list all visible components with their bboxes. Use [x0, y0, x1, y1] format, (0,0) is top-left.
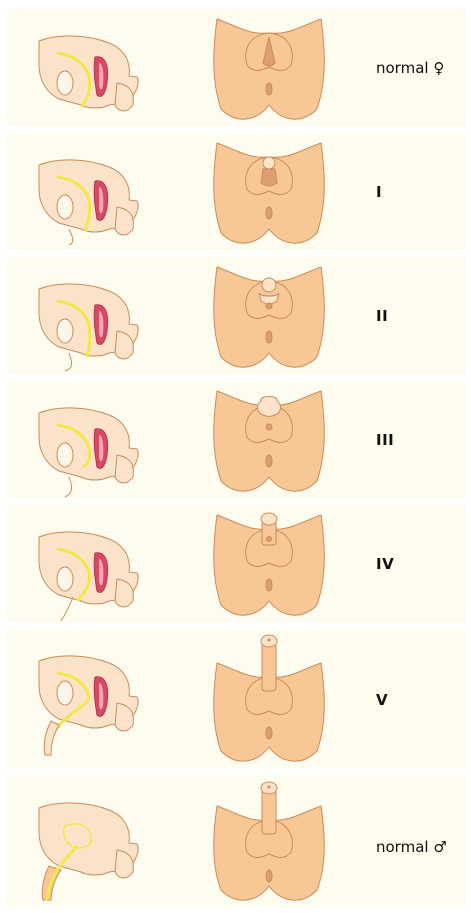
bone-oval: [57, 71, 73, 95]
frontal-view-stage-3: [199, 381, 339, 497]
label-stage-1: I: [376, 183, 382, 201]
label-stage-3: III: [376, 431, 394, 449]
sagittal-view-stage-5: [29, 641, 159, 761]
label-stage-2: II: [376, 307, 388, 325]
sagittal-view-stage-1: [29, 145, 159, 245]
frontal-view-stage-5: [199, 629, 339, 769]
label-normal-male: normal ♂: [376, 838, 447, 856]
sagittal-view-stage-2: [29, 269, 159, 369]
sagittal-view-stage-3: [29, 393, 159, 493]
glans: [263, 157, 275, 169]
torso-body: [214, 19, 325, 119]
label-normal-female: normal ♀: [376, 59, 444, 77]
phallus-glans: [261, 513, 277, 525]
row-stage-1: I: [7, 133, 466, 250]
anus: [266, 83, 272, 95]
frontal-view-stage-4: [199, 505, 339, 621]
row-stage-5: V: [7, 629, 466, 769]
row-stage-2: II: [7, 257, 466, 374]
sagittal-view-normal-female: [29, 21, 159, 121]
frontal-view-stage-2: [199, 257, 339, 373]
sagittal-view-stage-4: [29, 517, 159, 617]
frontal-view-stage-1: [199, 133, 339, 249]
row-normal-female: normal ♀: [7, 9, 466, 126]
label-stage-5: V: [376, 691, 388, 709]
frontal-view-normal-female: [199, 9, 339, 125]
row-stage-3: III: [7, 381, 466, 498]
label-stage-4: IV: [376, 555, 394, 573]
row-stage-4: IV: [7, 505, 466, 622]
sagittal-view-normal-male: [29, 788, 159, 908]
row-normal-male: normal ♂: [7, 776, 466, 907]
frontal-view-normal-male: [199, 776, 339, 907]
